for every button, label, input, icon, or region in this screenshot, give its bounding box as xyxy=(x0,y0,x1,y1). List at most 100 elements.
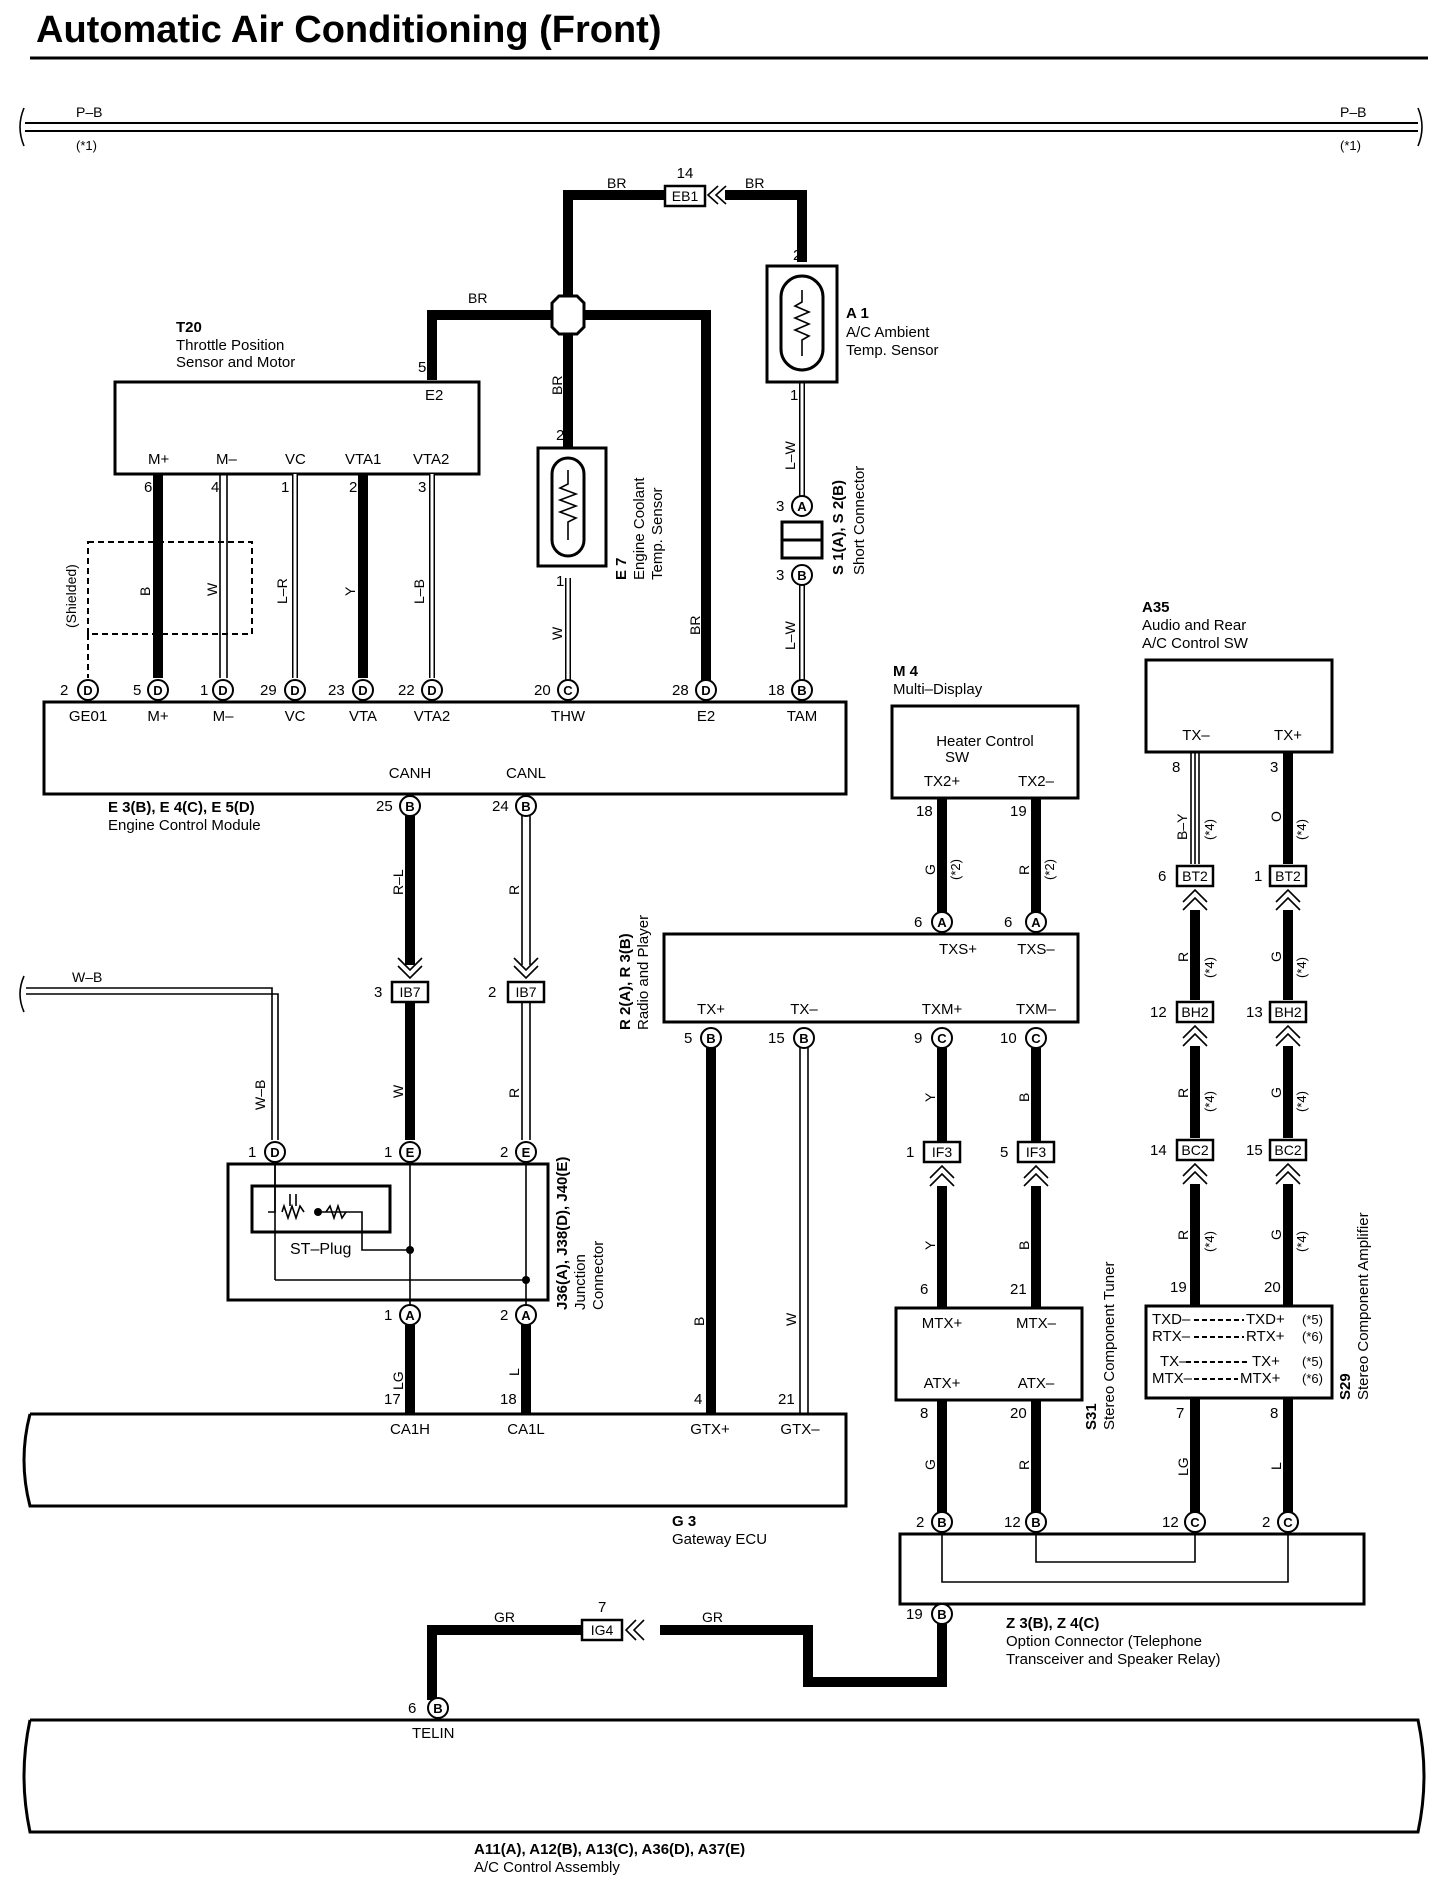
svg-text:Option Connector (Telephone: Option Connector (Telephone xyxy=(1006,1633,1202,1650)
short-connector-s1: A 3 B 3 xyxy=(776,495,824,586)
svg-text:THW: THW xyxy=(551,708,586,725)
svg-text:Engine Coolant: Engine Coolant xyxy=(631,477,648,580)
t20-id: T20 xyxy=(176,319,202,336)
svg-text:W: W xyxy=(783,1312,799,1326)
svg-text:C: C xyxy=(937,1031,947,1046)
svg-text:TX+: TX+ xyxy=(1252,1353,1280,1370)
component-a35: TX– TX+ xyxy=(1144,658,1334,754)
svg-text:23: 23 xyxy=(328,682,345,699)
svg-text:G: G xyxy=(1268,951,1284,962)
svg-text:5: 5 xyxy=(684,1030,692,1047)
svg-text:B: B xyxy=(799,1031,808,1046)
svg-text:VC: VC xyxy=(285,708,306,725)
svg-text:A: A xyxy=(405,1308,415,1323)
svg-text:W: W xyxy=(204,582,220,596)
svg-text:18: 18 xyxy=(768,682,785,699)
svg-text:M–: M– xyxy=(216,451,237,468)
svg-text:Temp. Sensor: Temp. Sensor xyxy=(846,342,939,359)
svg-text:BR: BR xyxy=(468,290,487,306)
s29-id: S29 xyxy=(1337,1373,1354,1400)
svg-text:25: 25 xyxy=(376,798,393,815)
component-radio: TXS+ TXS– TX+ TX– TXM+ TXM– A 6 A 6 B 5 … xyxy=(662,911,1080,1049)
svg-text:B: B xyxy=(521,799,530,814)
svg-text:L–W: L–W xyxy=(782,440,798,470)
tuner-option-wires: 8 20 G R xyxy=(920,1400,1041,1512)
svg-text:MTX+: MTX+ xyxy=(1240,1370,1281,1387)
svg-text:R: R xyxy=(506,1088,522,1098)
svg-text:Stereo Component Amplifier: Stereo Component Amplifier xyxy=(1355,1212,1372,1400)
svg-text:BR: BR xyxy=(549,376,565,395)
svg-text:B: B xyxy=(1016,1241,1032,1250)
t20-ecm-wires: 6 4 1 2 3 xyxy=(87,474,435,678)
svg-text:B: B xyxy=(137,587,153,596)
can-wires: B 25 B 24 IB7 3 IB7 2 xyxy=(374,795,546,1140)
svg-text:10: 10 xyxy=(1000,1030,1017,1047)
svg-text:B–Y: B–Y xyxy=(1174,813,1190,840)
svg-text:IG4: IG4 xyxy=(591,1622,614,1638)
svg-text:VC: VC xyxy=(285,451,306,468)
svg-text:4: 4 xyxy=(694,1391,702,1408)
svg-text:3: 3 xyxy=(374,984,382,1001)
svg-text:4: 4 xyxy=(211,479,219,496)
svg-text:Stereo Component Tuner: Stereo Component Tuner xyxy=(1101,1262,1118,1430)
svg-text:(*5): (*5) xyxy=(1302,1312,1323,1327)
svg-text:D: D xyxy=(701,683,710,698)
svg-text:M+: M+ xyxy=(148,451,169,468)
svg-text:R: R xyxy=(1016,1460,1032,1470)
svg-text:C: C xyxy=(1190,1515,1200,1530)
svg-text:Y: Y xyxy=(922,1240,938,1250)
svg-text:12: 12 xyxy=(1150,1004,1167,1021)
svg-text:BR: BR xyxy=(607,175,626,191)
svg-text:TX+: TX+ xyxy=(1274,727,1302,744)
s1-id: S 1(A), S 2(B) xyxy=(830,480,847,575)
component-s29: TXD– TXD+ (*5) RTX– RTX+ (*6) TX– TX+ (*… xyxy=(1144,1304,1334,1400)
svg-text:(*5): (*5) xyxy=(1302,1354,1323,1369)
svg-text:C: C xyxy=(1031,1031,1041,1046)
svg-text:8: 8 xyxy=(1270,1405,1278,1422)
svg-text:TX+: TX+ xyxy=(697,1001,725,1018)
svg-text:G: G xyxy=(1268,1229,1284,1240)
svg-text:BR: BR xyxy=(687,616,703,635)
svg-text:1: 1 xyxy=(200,682,208,699)
svg-text:6: 6 xyxy=(408,1700,416,1717)
svg-text:TXS–: TXS– xyxy=(1017,941,1055,958)
pb-right-note: (*1) xyxy=(1340,138,1361,153)
svg-text:A/C Control Assembly: A/C Control Assembly xyxy=(474,1859,620,1876)
svg-text:BC2: BC2 xyxy=(1181,1142,1208,1158)
svg-text:2: 2 xyxy=(1262,1514,1270,1531)
svg-text:2: 2 xyxy=(60,682,68,699)
a35-id: A35 xyxy=(1142,599,1170,616)
svg-text:D: D xyxy=(83,683,92,698)
svg-text:29: 29 xyxy=(260,682,277,699)
svg-text:A: A xyxy=(1031,915,1041,930)
svg-text:R: R xyxy=(1175,952,1191,962)
svg-text:6: 6 xyxy=(144,479,152,496)
svg-text:W–B: W–B xyxy=(252,1080,268,1110)
svg-text:1: 1 xyxy=(790,387,798,404)
svg-text:E2: E2 xyxy=(697,708,715,725)
svg-text:6: 6 xyxy=(914,914,922,931)
component-s31: MTX+ MTX– ATX+ ATX– xyxy=(894,1306,1084,1402)
radio-tuner-wires: Y B IF3 1 IF3 5 Y B 6 21 xyxy=(906,1048,1056,1308)
svg-text:(*6): (*6) xyxy=(1302,1371,1323,1386)
svg-text:R: R xyxy=(1175,1088,1191,1098)
svg-text:17: 17 xyxy=(384,1391,401,1408)
svg-text:TXD+: TXD+ xyxy=(1246,1311,1285,1328)
svg-text:(*2): (*2) xyxy=(948,859,963,880)
svg-text:Temp. Sensor: Temp. Sensor xyxy=(649,487,666,580)
svg-text:EB1: EB1 xyxy=(672,188,699,204)
svg-text:Y: Y xyxy=(342,586,358,596)
svg-text:CANH: CANH xyxy=(389,765,432,782)
svg-text:TX–: TX– xyxy=(1182,727,1210,744)
svg-text:(*4): (*4) xyxy=(1294,1091,1309,1112)
svg-text:Junction: Junction xyxy=(572,1254,589,1310)
svg-text:12: 12 xyxy=(1162,1514,1179,1531)
svg-text:ATX–: ATX– xyxy=(1018,1375,1055,1392)
svg-text:A: A xyxy=(797,499,807,514)
svg-text:IF3: IF3 xyxy=(1026,1144,1046,1160)
g3-id: G 3 xyxy=(672,1513,696,1530)
svg-text:B: B xyxy=(405,799,414,814)
svg-text:18: 18 xyxy=(500,1391,517,1408)
svg-text:Heater Control: Heater Control xyxy=(936,733,1034,750)
st-plug-label: ST–Plug xyxy=(290,1241,351,1258)
